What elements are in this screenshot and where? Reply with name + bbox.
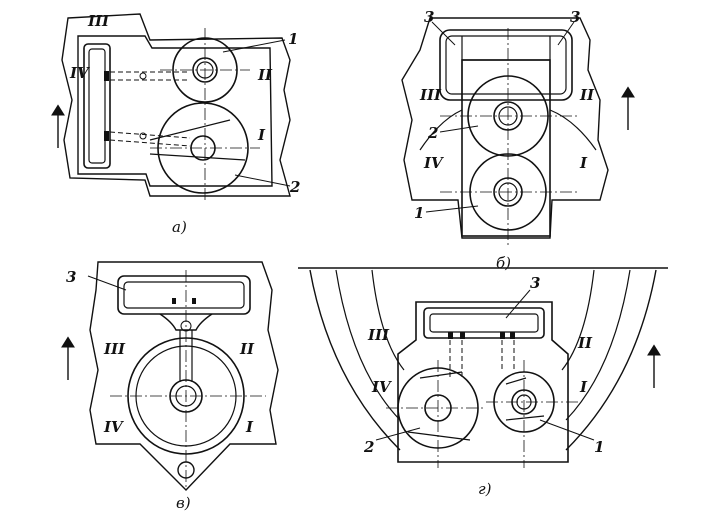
panel-b-zone-2: II [579, 86, 595, 104]
panel-v-chamber [117, 275, 251, 315]
panel-g-callout-1: 1 [594, 438, 604, 456]
panel-v-caption: в) [176, 494, 191, 512]
panel-a-housing [77, 35, 273, 187]
panel-b-callout-2: 2 [427, 124, 438, 142]
panel-a-zone-2: II [257, 66, 273, 84]
panel-a-caption: а) [172, 218, 187, 236]
panel-a-callout-1: 1 [288, 30, 298, 48]
panel-b-zone-4: IV [423, 154, 444, 172]
panel-g-zone-1: I [579, 378, 588, 396]
panel-a-zone-3: III [87, 12, 110, 30]
panel-b-caption: б) [496, 254, 511, 272]
panel-g-zone-4: IV [371, 378, 392, 396]
panel-a-body-outline [61, 13, 291, 197]
panel-a-callout-2: 2 [289, 178, 300, 196]
panel-b-housing [439, 29, 573, 101]
panel-a-chamber [83, 43, 111, 169]
panel-b-zone-3: III [419, 86, 442, 104]
panel-g-zone-2: II [577, 334, 593, 352]
panel-g-caption: г) [478, 480, 492, 498]
panel-v: 3 III II IV I в) [61, 261, 279, 512]
panel-b-callout-3-right: 3 [570, 8, 580, 26]
panel-b-zone-1: I [579, 154, 588, 172]
panel-v-zone-4: IV [103, 418, 124, 436]
panel-g-callout-2: 2 [363, 438, 374, 456]
panel-g-chamber [423, 307, 545, 339]
panel-b-callout-3-left: 3 [424, 8, 434, 26]
panel-g: 3 2 1 III II IV I г) [298, 267, 668, 498]
panel-v-callout-3: 3 [66, 268, 76, 286]
panel-g-housing [397, 301, 569, 463]
panel-b-body-outline [401, 17, 609, 239]
panel-v-zone-2: II [239, 340, 255, 358]
panel-g-callout-3: 3 [530, 274, 540, 292]
panel-a-zone-1: I [257, 126, 266, 144]
panel-v-body-outline [89, 261, 279, 492]
panel-g-zone-3: III [367, 326, 390, 344]
panel-a: III IV II I 1 2 а) [51, 12, 300, 236]
panel-v-zone-3: III [103, 340, 126, 358]
panel-a-zone-4: IV [69, 64, 90, 82]
panel-b: 3 3 2 1 III II IV I б) [401, 8, 635, 272]
panel-b-callout-1: 1 [414, 204, 424, 222]
panel-v-zone-1: I [245, 418, 254, 436]
